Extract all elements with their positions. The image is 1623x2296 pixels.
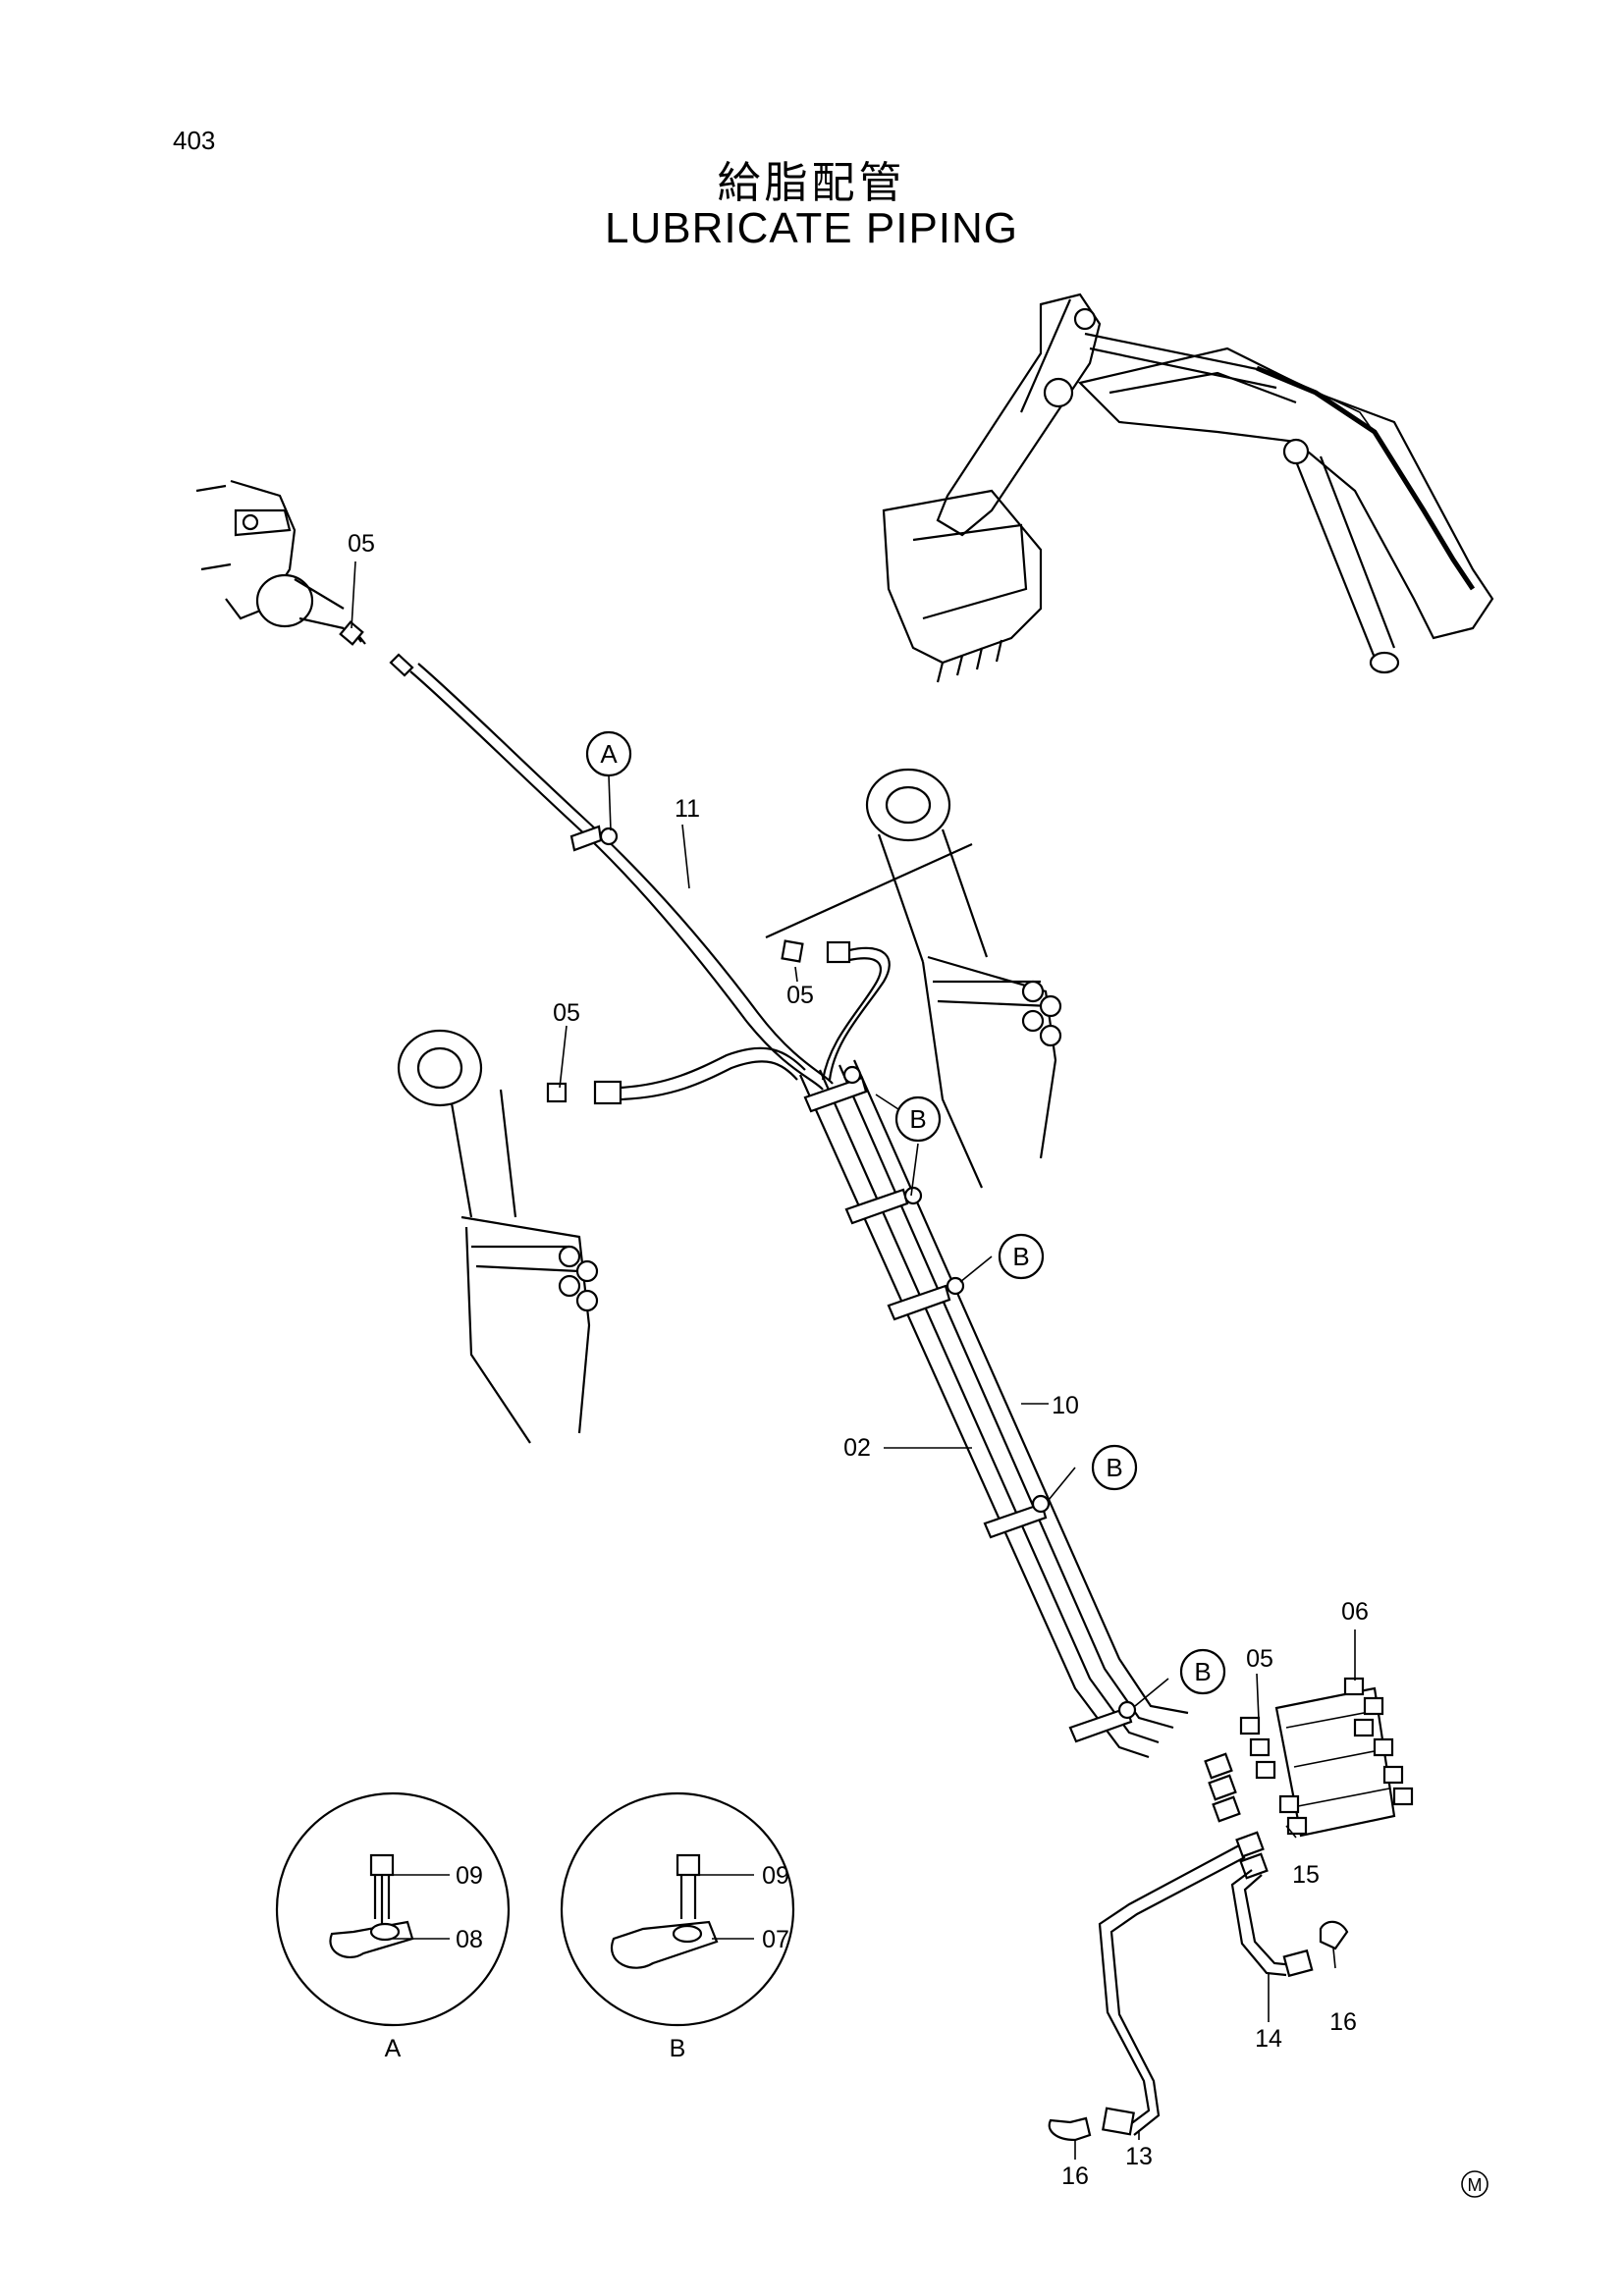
page-title: LUBRICATE PIPING [604, 204, 1019, 252]
part-label-05-left: 05 [553, 999, 580, 1027]
svg-text:B: B [1012, 1242, 1029, 1271]
part-label-10: 10 [1052, 1392, 1079, 1419]
part-label-09-a: 09 [456, 1862, 483, 1890]
part-label-02: 02 [843, 1434, 871, 1462]
hose-13 [1048, 1844, 1246, 2142]
leader-lines [351, 561, 1356, 2160]
hose-14 [1230, 1869, 1349, 1978]
part-label-14: 14 [1255, 2025, 1282, 2053]
svg-text:A: A [600, 739, 618, 769]
arm-cylinder-illustration [765, 768, 1062, 1189]
part-label-11: 11 [675, 795, 700, 823]
callout-b-2: B [998, 1233, 1045, 1280]
callout-b-1: B [894, 1095, 942, 1143]
pipe-bundle-02-10 [798, 1059, 1189, 1759]
svg-text:B: B [1106, 1453, 1122, 1482]
callout-b-4: B [1179, 1648, 1226, 1695]
part-label-06: 06 [1341, 1598, 1369, 1626]
svg-text:B: B [909, 1104, 926, 1134]
part-label-05-top: 05 [348, 530, 375, 558]
part-label-05-middle: 05 [786, 982, 814, 1009]
part-labels: 05 11 05 05 10 02 06 05 15 14 16 13 16 0… [348, 530, 1369, 2190]
fittings-right-group [1343, 1677, 1414, 1806]
detail-circle-a [275, 1791, 511, 2027]
grease-fitting-05-left [546, 1046, 806, 1105]
excavator-overview-illustration [882, 293, 1494, 683]
bucket-cylinder-head-illustration [195, 479, 345, 630]
part-label-07: 07 [762, 1926, 789, 1953]
svg-text:B: B [1194, 1657, 1211, 1686]
page-title-japanese: 給脂配管 [717, 158, 906, 208]
part-label-16-left: 16 [1061, 2163, 1089, 2190]
callout-a: A [585, 730, 632, 777]
part-label-16-right: 16 [1329, 2008, 1357, 2036]
detail-label-a: A [385, 2035, 402, 2062]
corner-mark: M [1461, 2170, 1488, 2198]
part-label-13: 13 [1125, 2143, 1153, 2170]
part-label-09-b: 09 [762, 1862, 789, 1890]
detail-circle-b [560, 1791, 795, 2027]
part-label-08: 08 [456, 1926, 483, 1953]
callout-b-3: B [1091, 1444, 1138, 1491]
svg-text:M: M [1468, 2175, 1483, 2195]
grease-fitting-05-middle [781, 939, 891, 1081]
hose-11 [389, 653, 834, 1091]
part-label-15: 15 [1292, 1861, 1320, 1889]
distributor-block [1204, 1677, 1414, 1880]
fittings-left-group [1239, 1716, 1308, 1836]
page-number: 403 [173, 126, 216, 155]
detail-label-b: B [670, 2035, 686, 2062]
part-label-05-right: 05 [1246, 1645, 1273, 1673]
grease-fitting-05-top [339, 620, 366, 646]
boom-cylinder-illustration [397, 1029, 599, 1444]
